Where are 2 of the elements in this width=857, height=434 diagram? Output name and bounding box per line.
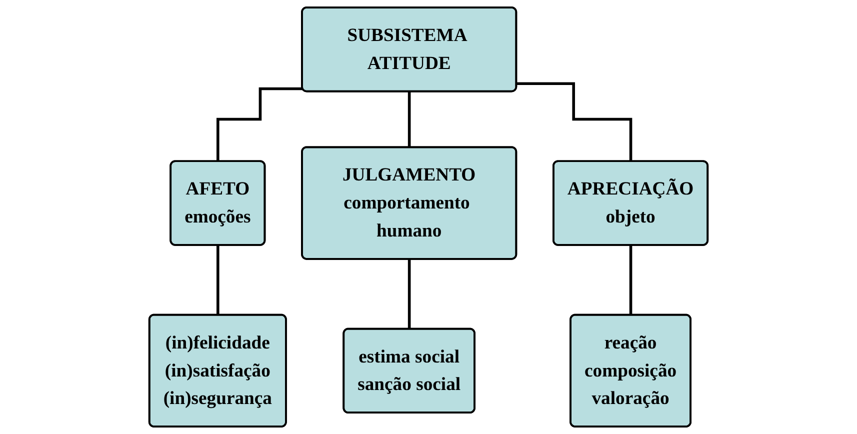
connector <box>516 82 632 163</box>
connector <box>216 87 303 163</box>
